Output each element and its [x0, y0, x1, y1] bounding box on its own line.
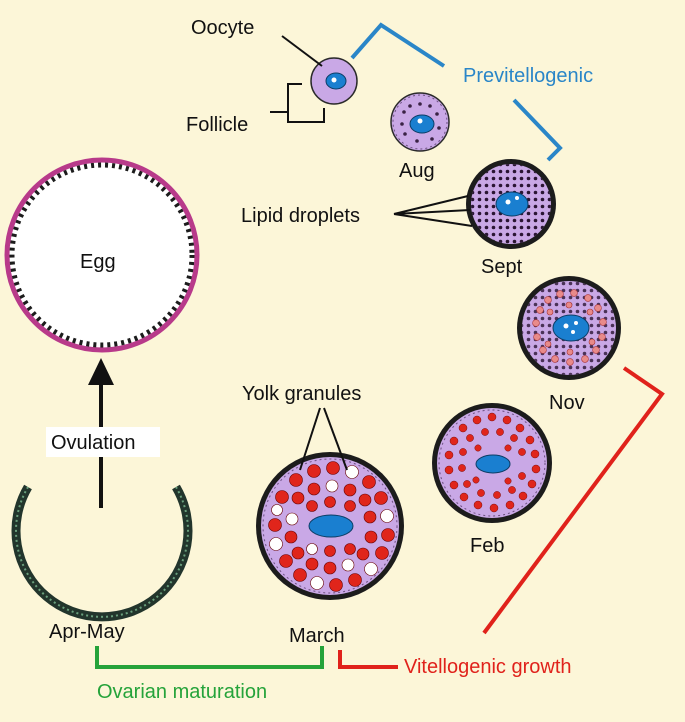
oocyte-sept: [466, 159, 556, 249]
label-nov: Nov: [549, 392, 585, 414]
label-follicle: Follicle: [186, 114, 248, 136]
follicle-bracket: [270, 83, 325, 123]
oocyte-aug: [390, 92, 450, 152]
label-apr-may: Apr-May: [49, 621, 125, 643]
vitellogenic-bracket-base: [338, 650, 398, 669]
label-previtellogenic: Previtellogenic: [463, 65, 593, 87]
yolk-granules-pointers: [299, 407, 348, 471]
egg: [4, 157, 200, 353]
oocyte-march: [256, 452, 404, 600]
label-march: March: [289, 625, 345, 647]
previtellogenic-bracket-lower: [512, 98, 563, 162]
label-lipid-droplets: Lipid droplets: [241, 205, 360, 227]
label-egg: Egg: [80, 251, 116, 273]
ovarian-maturation-bracket: [95, 646, 324, 669]
label-ovarian-maturation: Ovarian maturation: [97, 681, 267, 703]
ruptured-follicle-inner: [15, 486, 189, 618]
oocyte-stage-1: [310, 57, 358, 105]
label-yolk-granules: Yolk granules: [242, 383, 361, 405]
oocyte-feb: [432, 403, 552, 523]
oocyte-nov: [517, 276, 621, 380]
label-sept: Sept: [481, 256, 523, 278]
label-vitellogenic-growth: Vitellogenic growth: [404, 656, 572, 678]
vitellogenic-bracket: [482, 366, 665, 635]
lipid-droplets-pointers: [393, 195, 473, 227]
label-feb: Feb: [470, 535, 504, 557]
previtellogenic-bracket: [350, 22, 446, 68]
label-ovulation: Ovulation: [51, 432, 136, 454]
oocyte-pointer-line: [281, 35, 323, 67]
label-oocyte: Oocyte: [191, 17, 254, 39]
ovulation-label-box: [46, 427, 160, 457]
label-aug: Aug: [399, 160, 435, 182]
